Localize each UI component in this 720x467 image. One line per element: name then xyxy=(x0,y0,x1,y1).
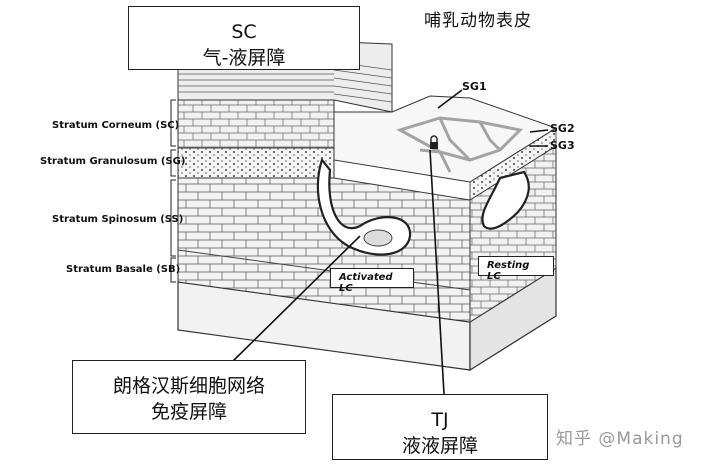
lock-icon xyxy=(430,135,438,149)
sg1-label: SG1 xyxy=(462,80,487,93)
lc-callout-title: 朗格汉斯细胞网络 xyxy=(112,375,265,397)
sc-callout-subtitle: 气-液屏障 xyxy=(202,47,286,69)
tj-callout: TJ 液液屏障 xyxy=(332,394,548,460)
watermark: 知乎 @Making xyxy=(556,429,684,449)
front-face xyxy=(177,99,471,323)
resting-lc-label: Resting LC xyxy=(478,256,554,282)
page-title: 哺乳动物表皮 xyxy=(424,11,532,31)
activated-lc-label: Activated LC xyxy=(330,268,414,294)
layer-bracket xyxy=(170,99,176,283)
tj-callout-subtitle: 液液屏障 xyxy=(401,435,478,457)
pointer-lines xyxy=(231,89,549,395)
layer-label-spinosum: Stratum Spinosum (SS) xyxy=(52,214,184,225)
sg3-label: SG3 xyxy=(550,139,575,152)
layer-label-basale: Stratum Basale (SB) xyxy=(66,264,181,275)
resting-lc-cell xyxy=(481,170,530,230)
lc-callout: 朗格汉斯细胞网络 免疫屏障 xyxy=(72,360,306,434)
granular-top-surface xyxy=(333,95,558,183)
activated-lc-cell xyxy=(316,157,412,256)
sc-callout: SC 气-液屏障 xyxy=(128,6,360,70)
layer-label-granulosum: Stratum Granulosum (SG) xyxy=(40,156,186,167)
sg2-label: SG2 xyxy=(550,122,575,135)
layer-label-corneum: Stratum Corneum (SC) xyxy=(52,120,180,131)
lc-callout-subtitle: 免疫屏障 xyxy=(150,401,227,423)
tj-callout-title: TJ xyxy=(431,409,449,431)
sc-callout-title: SC xyxy=(231,21,257,43)
